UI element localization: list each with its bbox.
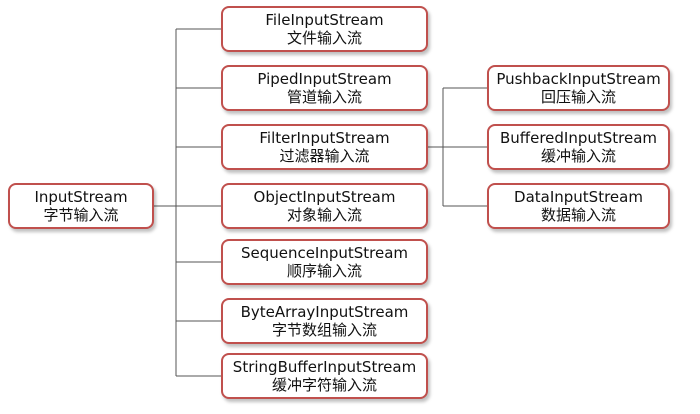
node-pipedinputstream: PipedInputStream 管道输入流: [221, 65, 428, 111]
node-bufferedinputstream: BufferedInputStream 缓冲输入流: [487, 124, 670, 170]
node-label: 对象输入流: [286, 206, 362, 224]
node-class-name: ByteArrayInputStream: [240, 303, 409, 321]
node-class-name: BufferedInputStream: [499, 129, 658, 147]
node-fileinputstream: FileInputStream 文件输入流: [221, 6, 428, 52]
node-class-name: PushbackInputStream: [496, 70, 661, 88]
node-label: 缓冲输入流: [540, 147, 616, 165]
node-label: 文件输入流: [286, 29, 362, 47]
node-sequenceinputstream: SequenceInputStream 顺序输入流: [221, 239, 428, 285]
node-class-name: DataInputStream: [514, 188, 643, 206]
node-label: 字节数组输入流: [271, 321, 377, 339]
node-pushbackinputstream: PushbackInputStream 回压输入流: [487, 65, 670, 111]
node-filterinputstream: FilterInputStream 过滤器输入流: [221, 124, 428, 170]
node-stringbufferinputstream: StringBufferInputStream 缓冲字符输入流: [221, 353, 428, 399]
node-class-name: ObjectInputStream: [253, 188, 396, 206]
node-class-name: StringBufferInputStream: [232, 358, 417, 376]
node-class-name: InputStream: [34, 188, 128, 206]
node-class-name: SequenceInputStream: [240, 244, 409, 262]
node-label: 管道输入流: [286, 88, 362, 106]
node-label: 顺序输入流: [286, 262, 362, 280]
node-label: 缓冲字符输入流: [271, 376, 377, 394]
node-datainputstream: DataInputStream 数据输入流: [487, 183, 670, 229]
node-class-name: PipedInputStream: [257, 70, 392, 88]
node-label: 回压输入流: [540, 88, 616, 106]
node-inputstream: InputStream 字节输入流: [8, 183, 154, 229]
node-label: 字节输入流: [43, 206, 119, 224]
node-class-name: FileInputStream: [265, 11, 384, 29]
node-label: 过滤器输入流: [279, 147, 370, 165]
node-label: 数据输入流: [540, 206, 616, 224]
node-bytearrayinputstream: ByteArrayInputStream 字节数组输入流: [221, 298, 428, 344]
node-objectinputstream: ObjectInputStream 对象输入流: [221, 183, 428, 229]
node-class-name: FilterInputStream: [259, 129, 390, 147]
